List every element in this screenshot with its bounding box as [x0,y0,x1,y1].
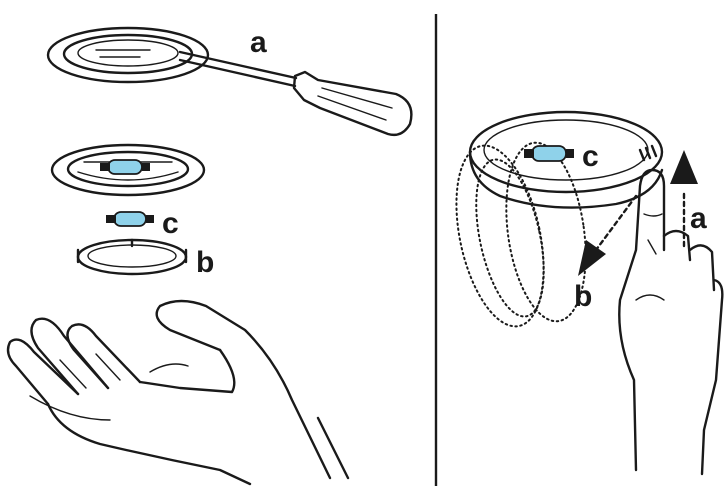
screwdriver-icon [178,50,413,137]
arrow-down-left-icon [578,194,638,276]
lamp-housing-top [46,26,210,84]
lamp-housing-side [468,110,664,209]
left-panel: a c b [6,26,413,486]
arrow-up-icon [670,150,698,248]
bulb-removed-icon [106,211,154,227]
bulb-in-fixture-icon [524,145,574,162]
open-hand-icon [6,299,350,486]
label-a-screwdriver: a [250,26,267,59]
cover-swing-dotted [455,141,587,328]
lamp-housing-open [50,143,206,197]
label-a-push-up: a [690,202,707,235]
pointing-hand-icon [618,168,724,476]
label-c-bulb-left: c [162,207,179,240]
label-b-rotate: b [574,280,592,313]
cover-removed [76,238,188,276]
label-b-cover-left: b [196,246,214,279]
right-panel: c a b [455,110,724,476]
bulb-in-housing-icon [100,159,150,175]
label-c-bulb-right: c [582,140,599,173]
